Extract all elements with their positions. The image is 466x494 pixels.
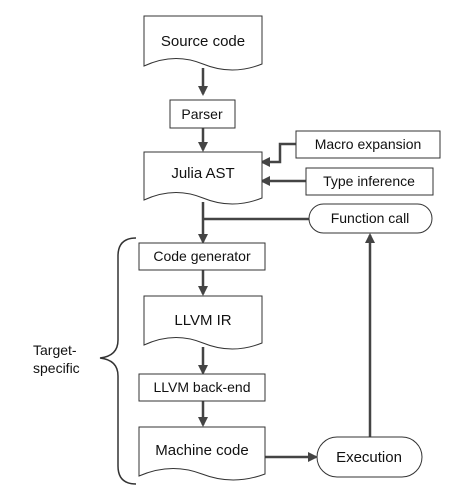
- terminal-shape: [316, 436, 423, 478]
- label-parser: Parser: [181, 106, 223, 122]
- group-label-line2: specific: [33, 360, 80, 376]
- label-llvm-ir: LLVM IR: [174, 312, 231, 329]
- label-julia-ast: Julia AST: [171, 165, 234, 182]
- process-box: [169, 99, 236, 129]
- node-function-call: Function call: [308, 203, 433, 234]
- label-llvm-backend: LLVM back-end: [153, 379, 250, 395]
- node-llvm-ir: LLVM IR: [143, 295, 263, 350]
- group-label-line1: Target-: [33, 342, 77, 358]
- document-shape: [143, 151, 263, 205]
- process-box: [138, 242, 266, 271]
- node-parser: Parser: [169, 99, 236, 129]
- terminal-shape: [308, 203, 433, 234]
- label-code-generator: Code generator: [153, 248, 251, 264]
- node-julia-ast: Julia AST: [143, 151, 263, 205]
- process-box: [138, 373, 266, 402]
- node-execution: Execution: [316, 436, 423, 478]
- label-machine-code: Machine code: [155, 442, 248, 459]
- node-source-code: Source code: [143, 15, 263, 71]
- node-llvm-backend: LLVM back-end: [138, 373, 266, 402]
- node-macro-expansion: Macro expansion: [295, 130, 441, 159]
- node-type-inference: Type inference: [305, 167, 434, 196]
- label-source-code: Source code: [161, 33, 245, 50]
- process-box: [305, 167, 434, 196]
- process-box: [295, 130, 441, 159]
- label-macro-expansion: Macro expansion: [315, 136, 422, 152]
- node-machine-code: Machine code: [138, 426, 266, 481]
- document-shape: [143, 295, 263, 350]
- document-shape: [143, 15, 263, 71]
- label-function-call: Function call: [331, 210, 410, 226]
- edge-macro-to-ast: [260, 142, 296, 167]
- label-execution: Execution: [336, 449, 402, 466]
- target-specific-brace: [99, 237, 137, 485]
- document-shape: [138, 426, 266, 481]
- node-code-generator: Code generator: [138, 242, 266, 271]
- label-type-inference: Type inference: [323, 173, 415, 189]
